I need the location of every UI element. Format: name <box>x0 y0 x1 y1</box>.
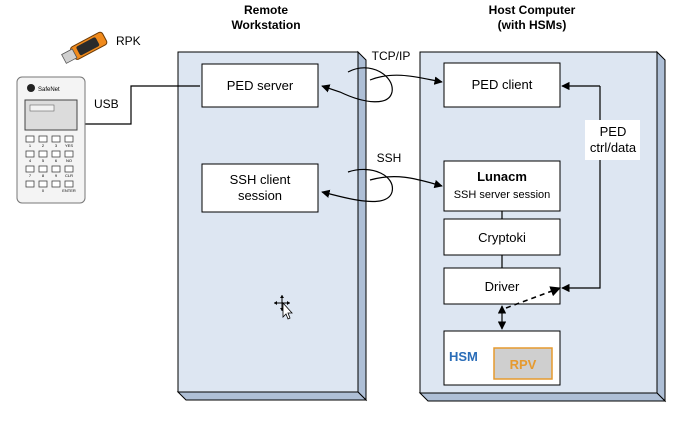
ped-key <box>51 180 61 188</box>
lunacm-label: Lunacm <box>477 169 527 184</box>
usb-key-icon <box>61 31 108 64</box>
ped-server-box: PED server <box>201 63 319 108</box>
ped-key-label: 8 <box>42 173 45 178</box>
ped-key-label: CLR <box>65 173 73 178</box>
remote-title-line1: Remote <box>244 3 288 17</box>
ped-key-label: 4 <box>29 158 32 163</box>
ped-key-label: 7 <box>29 173 32 178</box>
ped-key <box>64 180 74 188</box>
tcpip-label: TCP/IP <box>372 49 411 63</box>
ped-key <box>38 135 48 143</box>
ped-key-label: 1 <box>29 143 32 148</box>
ped-key <box>25 135 35 143</box>
ssh-loop-arrow-right <box>369 176 443 189</box>
host-title-line1: Host Computer <box>489 3 576 17</box>
ped-key <box>38 150 48 158</box>
rpv-box <box>493 347 553 380</box>
ssh-label: SSH <box>377 151 402 165</box>
ped-ctrl-label-line2: ctrl/data <box>590 140 637 155</box>
tcpip-loop-arrow-left <box>321 67 393 103</box>
ped-key-label: YES <box>65 143 73 148</box>
ped-ctrl-label-line1: PED <box>600 124 627 139</box>
ped-brand-label: SafeNet <box>38 87 60 93</box>
ped-key-label: 6 <box>55 158 58 163</box>
ped-key-label: 3 <box>55 143 58 148</box>
ped-key <box>64 150 74 158</box>
ped-server-label: PED server <box>227 78 294 93</box>
ped-key <box>38 180 48 188</box>
hsm-label: HSM <box>449 349 478 364</box>
move-cursor-icon <box>274 295 293 320</box>
ped-client-label: PED client <box>472 77 533 92</box>
usb-cable <box>83 85 200 125</box>
ped-ctrl-label-bg <box>585 120 640 160</box>
ped-key <box>64 165 74 173</box>
ped-key <box>25 150 35 158</box>
ssh-client-label-line2: session <box>238 188 282 203</box>
rpk-label: RPK <box>116 34 141 48</box>
ped-keypad: 1 2 3 YES 4 5 6 NO 7 8 9 CLR 0 ENTER <box>25 135 76 193</box>
ssh-client-label-line1: SSH client <box>230 172 291 187</box>
host-title-line2: (with HSMs) <box>498 18 567 32</box>
ped-key <box>51 165 61 173</box>
rpv-label: RPV <box>510 357 537 372</box>
cryptoki-box: Cryptoki <box>443 218 561 256</box>
ped-key <box>25 180 35 188</box>
remote-title-line2: Workstation <box>231 18 300 32</box>
lunacm-box: Lunacm SSH server session <box>443 160 561 212</box>
ped-key-label: NO <box>66 158 72 163</box>
hsm-box: HSM RPV <box>443 330 561 386</box>
ped-device-icon: SafeNet 1 2 3 YES 4 5 6 NO 7 8 9 CLR 0 ENTER <box>16 76 86 204</box>
ped-key <box>38 165 48 173</box>
ped-key <box>64 135 74 143</box>
ped-key <box>25 165 35 173</box>
ped-key <box>51 150 61 158</box>
ped-key <box>51 135 61 143</box>
driver-dashed-arrow <box>505 286 561 309</box>
driver-box: Driver <box>443 267 561 305</box>
driver-label: Driver <box>485 279 520 294</box>
cryptoki-label: Cryptoki <box>478 230 526 245</box>
ped-key-label: 0 <box>42 188 45 193</box>
ped-key-label: ENTER <box>62 188 76 193</box>
ssh-server-session-label: SSH server session <box>454 189 551 201</box>
ped-key-label: 2 <box>42 143 45 148</box>
usb-label: USB <box>94 97 119 111</box>
remote-workstation-panel <box>176 50 368 402</box>
ssh-client-session-box: SSH client session <box>201 163 319 213</box>
ssh-loop-arrow-left <box>321 168 393 203</box>
ped-key-label: 5 <box>42 158 45 163</box>
ped-key-label: 9 <box>55 173 58 178</box>
tcpip-loop-arrow-right <box>369 74 443 85</box>
ped-client-box: PED client <box>443 62 561 108</box>
